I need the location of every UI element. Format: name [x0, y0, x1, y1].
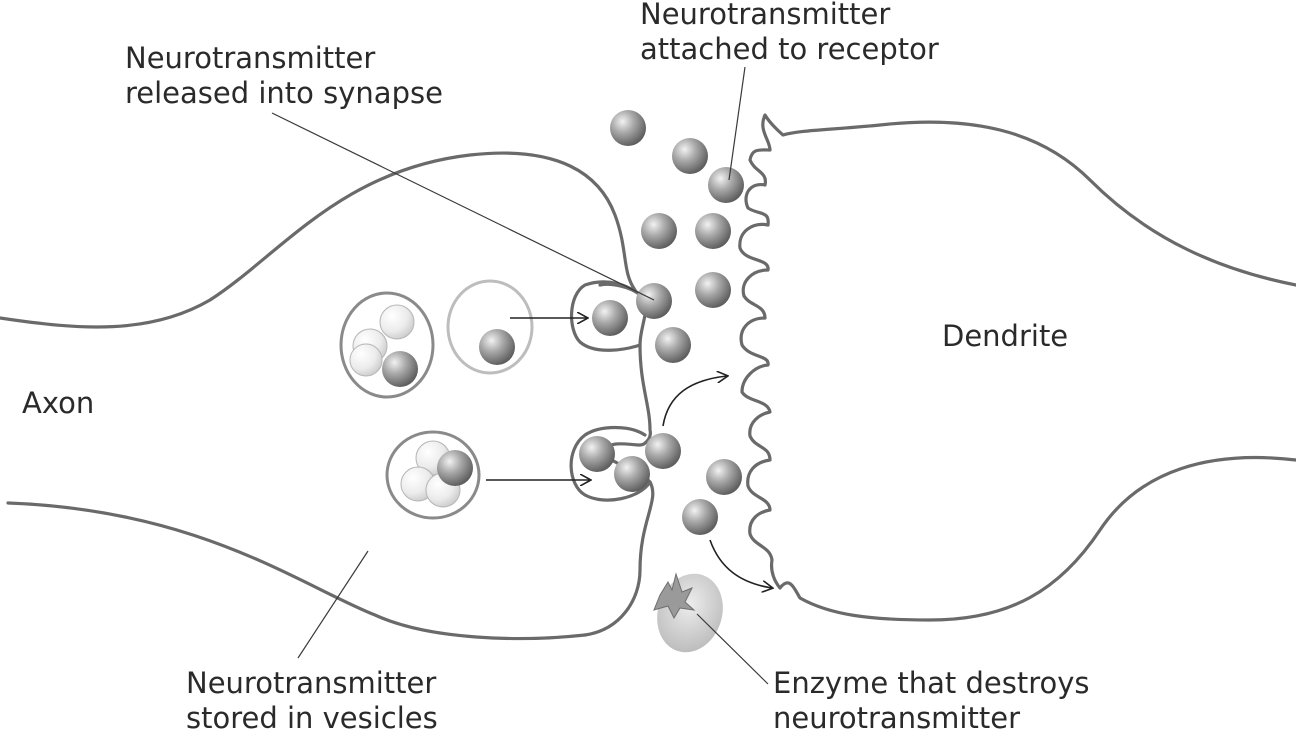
neurotransmitter-molecule [645, 433, 681, 469]
neurotransmitter-molecule [610, 110, 646, 146]
vesicle-emptying [446, 279, 534, 375]
neurotransmitter-molecule [672, 138, 708, 174]
neurotransmitter-molecule [636, 283, 672, 319]
attached-label: Neurotransmitter attached to receptor [640, 0, 939, 66]
neurotransmitter-molecule [695, 213, 731, 249]
axon-membrane-bottom [6, 501, 587, 641]
leader-stored [297, 550, 369, 659]
neurotransmitter-molecule [695, 272, 731, 308]
release-pocket-lower [569, 425, 652, 502]
neurotransmitter-molecule [437, 450, 473, 486]
neurotransmitter-molecule [479, 329, 515, 365]
enzyme-fragment [653, 572, 696, 620]
neurotransmitter-molecules [579, 110, 744, 535]
vesicle-cluster-1 [339, 291, 435, 399]
stored-label: Neurotransmitter stored in vesicles [186, 666, 438, 735]
enzyme [653, 572, 723, 653]
neurotransmitter-molecule [579, 436, 615, 472]
axon-label: Axon [22, 386, 95, 420]
neurotransmitter-molecule [655, 327, 691, 363]
neurotransmitter-molecule [382, 351, 418, 387]
neurotransmitter-molecule [614, 456, 650, 492]
release-pocket-upper [569, 280, 647, 352]
dendrite-membrane [738, 113, 1296, 622]
neurotransmitter-molecule [592, 300, 628, 336]
leader-released [271, 112, 655, 301]
released-label: Neurotransmitter released into synapse [125, 41, 443, 110]
neurotransmitter-molecule [641, 213, 677, 249]
ghost-molecule [349, 343, 383, 377]
vesicle-cluster-2 [385, 430, 481, 520]
axon-membrane-top [0, 151, 637, 329]
enzyme-label: Enzyme that destroys neurotransmitter [773, 666, 1090, 735]
ghost-molecule [379, 304, 415, 340]
neurotransmitter-molecule [708, 167, 744, 203]
axon-terminal-edge [583, 282, 655, 637]
dendrite-label: Dendrite [942, 319, 1069, 353]
leader-enzyme [696, 613, 769, 685]
neurotransmitter-molecule [706, 459, 742, 495]
enzyme-arrow [709, 539, 772, 588]
neurotransmitter-molecule [682, 499, 718, 535]
reuptake-arrow [662, 376, 727, 427]
leader-attached [728, 66, 746, 181]
